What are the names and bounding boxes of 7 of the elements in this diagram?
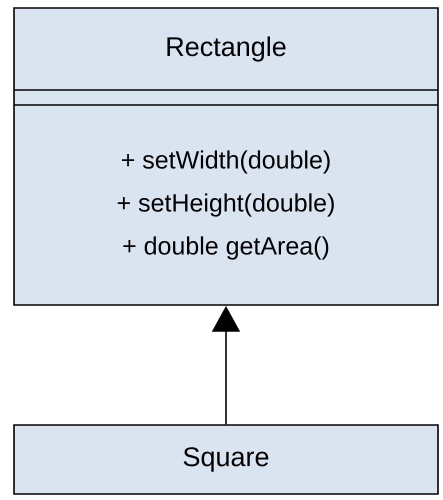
class-box: [13, 7, 439, 306]
method-text: + setWidth(double): [122, 150, 330, 174]
class-name: Rectangle: [167, 36, 286, 62]
method-text: + setHeight(double): [118, 193, 334, 217]
class-box: [13, 424, 439, 495]
class-name: Square: [184, 447, 268, 472]
method-text: + double getArea(): [123, 236, 328, 260]
